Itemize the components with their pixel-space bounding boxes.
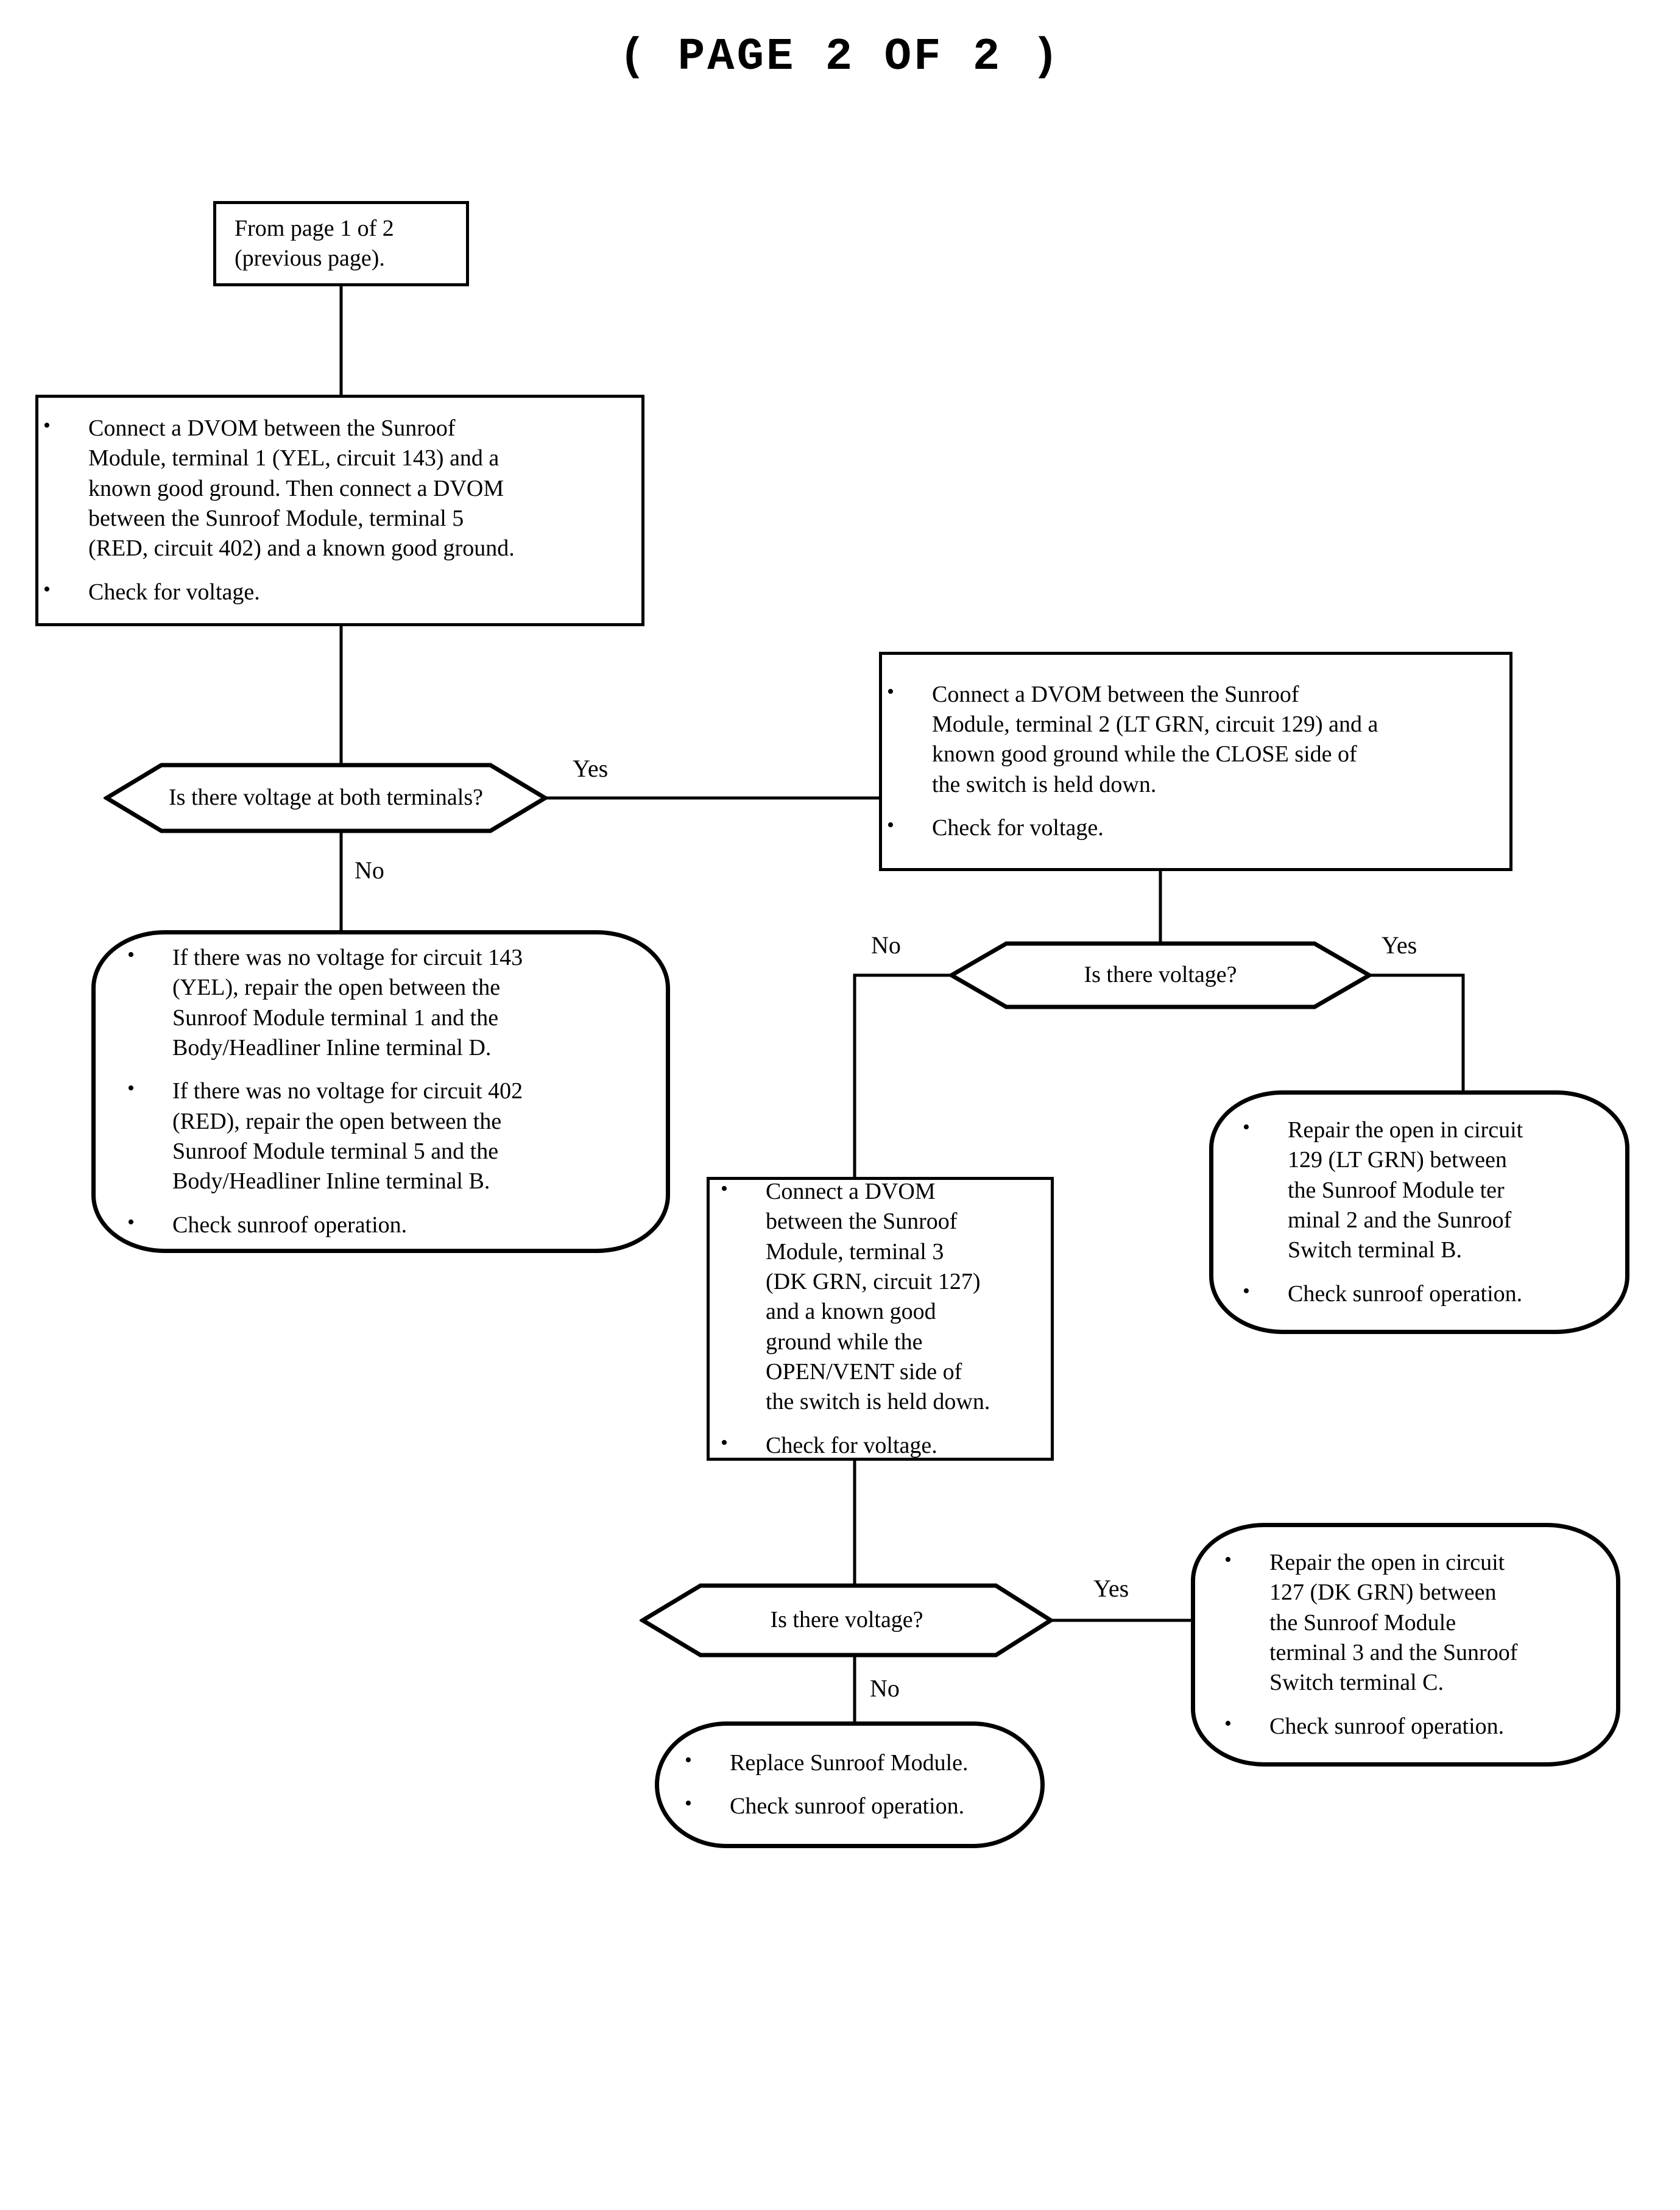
node-test-close-side-circuit-129: Connect a DVOM between the Sunroof Modul… xyxy=(879,652,1512,871)
page-title: ( PAGE 2 OF 2 ) xyxy=(618,32,1062,83)
decision-question-label: Is there voltage at both terminals? xyxy=(169,785,483,811)
edge-label-no-2: No xyxy=(871,931,901,959)
node-test-open-vent-side-circuit-127: Connect a DVOM between the Sunroof Modul… xyxy=(707,1176,1054,1461)
node-from-previous-page: From page 1 of 2 (previous page). xyxy=(213,201,469,286)
decision-question-label: Is there voltage? xyxy=(770,1607,923,1633)
test-close-side-bullet-list: Connect a DVOM between the Sunroof Modul… xyxy=(882,679,1509,844)
test-terminals-bullet-list: Connect a DVOM between the Sunroof Modul… xyxy=(38,412,641,607)
repair-127-bullet-list: Repair the open in circuit 127 (DK GRN) … xyxy=(1195,1547,1616,1742)
decision-voltage-at-both-terminals: Is there voltage at both terminals? xyxy=(104,761,548,835)
repair-143-402-bullet-list: If there was no voltage for circuit 143 … xyxy=(96,942,666,1241)
decision-voltage-circuit-127: Is there voltage? xyxy=(640,1582,1054,1659)
test-open-vent-bullet-list: Connect a DVOM between the Sunroof Modul… xyxy=(710,1176,1051,1461)
edge-label-yes-1: Yes xyxy=(573,755,609,782)
list-item: Connect a DVOM between the Sunroof Modul… xyxy=(38,412,641,564)
decision-question-label: Is there voltage? xyxy=(1084,962,1237,988)
list-item: Repair the open in circuit 127 (DK GRN) … xyxy=(1219,1547,1592,1698)
decision-voltage-circuit-129: Is there voltage? xyxy=(948,940,1372,1011)
edge-label-no-1: No xyxy=(355,856,384,884)
replace-module-bullet-list: Replace Sunroof Module. Check sunroof op… xyxy=(659,1747,1040,1822)
list-item: Check for voltage. xyxy=(38,576,641,607)
list-item: If there was no voltage for circuit 402 … xyxy=(122,1075,639,1197)
node-repair-circuit-127: Repair the open in circuit 127 (DK GRN) … xyxy=(1191,1523,1620,1767)
list-item: Check for voltage. xyxy=(716,1430,1045,1461)
edge-label-no-3: No xyxy=(870,1675,900,1702)
from-previous-page-text: From page 1 of 2 (previous page). xyxy=(235,215,394,271)
list-item: Check sunroof operation. xyxy=(122,1209,639,1240)
node-test-terminals-1-and-5: Connect a DVOM between the Sunroof Modul… xyxy=(35,395,644,626)
edge-label-yes-2: Yes xyxy=(1382,931,1417,959)
list-item: Replace Sunroof Module. xyxy=(680,1747,1020,1778)
list-item: Check for voltage. xyxy=(882,812,1509,843)
node-replace-sunroof-module: Replace Sunroof Module. Check sunroof op… xyxy=(655,1721,1045,1848)
list-item: Check sunroof operation. xyxy=(1238,1278,1601,1309)
list-item: Repair the open in circuit 129 (LT GRN) … xyxy=(1238,1114,1601,1266)
list-item: If there was no voltage for circuit 143 … xyxy=(122,942,639,1064)
list-item: Connect a DVOM between the Sunroof Modul… xyxy=(716,1176,1045,1417)
repair-129-bullet-list: Repair the open in circuit 129 (LT GRN) … xyxy=(1213,1114,1625,1309)
edge-label-yes-3: Yes xyxy=(1093,1575,1129,1602)
list-item: Check sunroof operation. xyxy=(680,1790,1020,1821)
list-item: Connect a DVOM between the Sunroof Modul… xyxy=(882,679,1509,800)
list-item: Check sunroof operation. xyxy=(1219,1710,1592,1742)
node-repair-circuit-129: Repair the open in circuit 129 (LT GRN) … xyxy=(1209,1090,1629,1334)
node-repair-circuit-143-402: If there was no voltage for circuit 143 … xyxy=(91,930,670,1253)
